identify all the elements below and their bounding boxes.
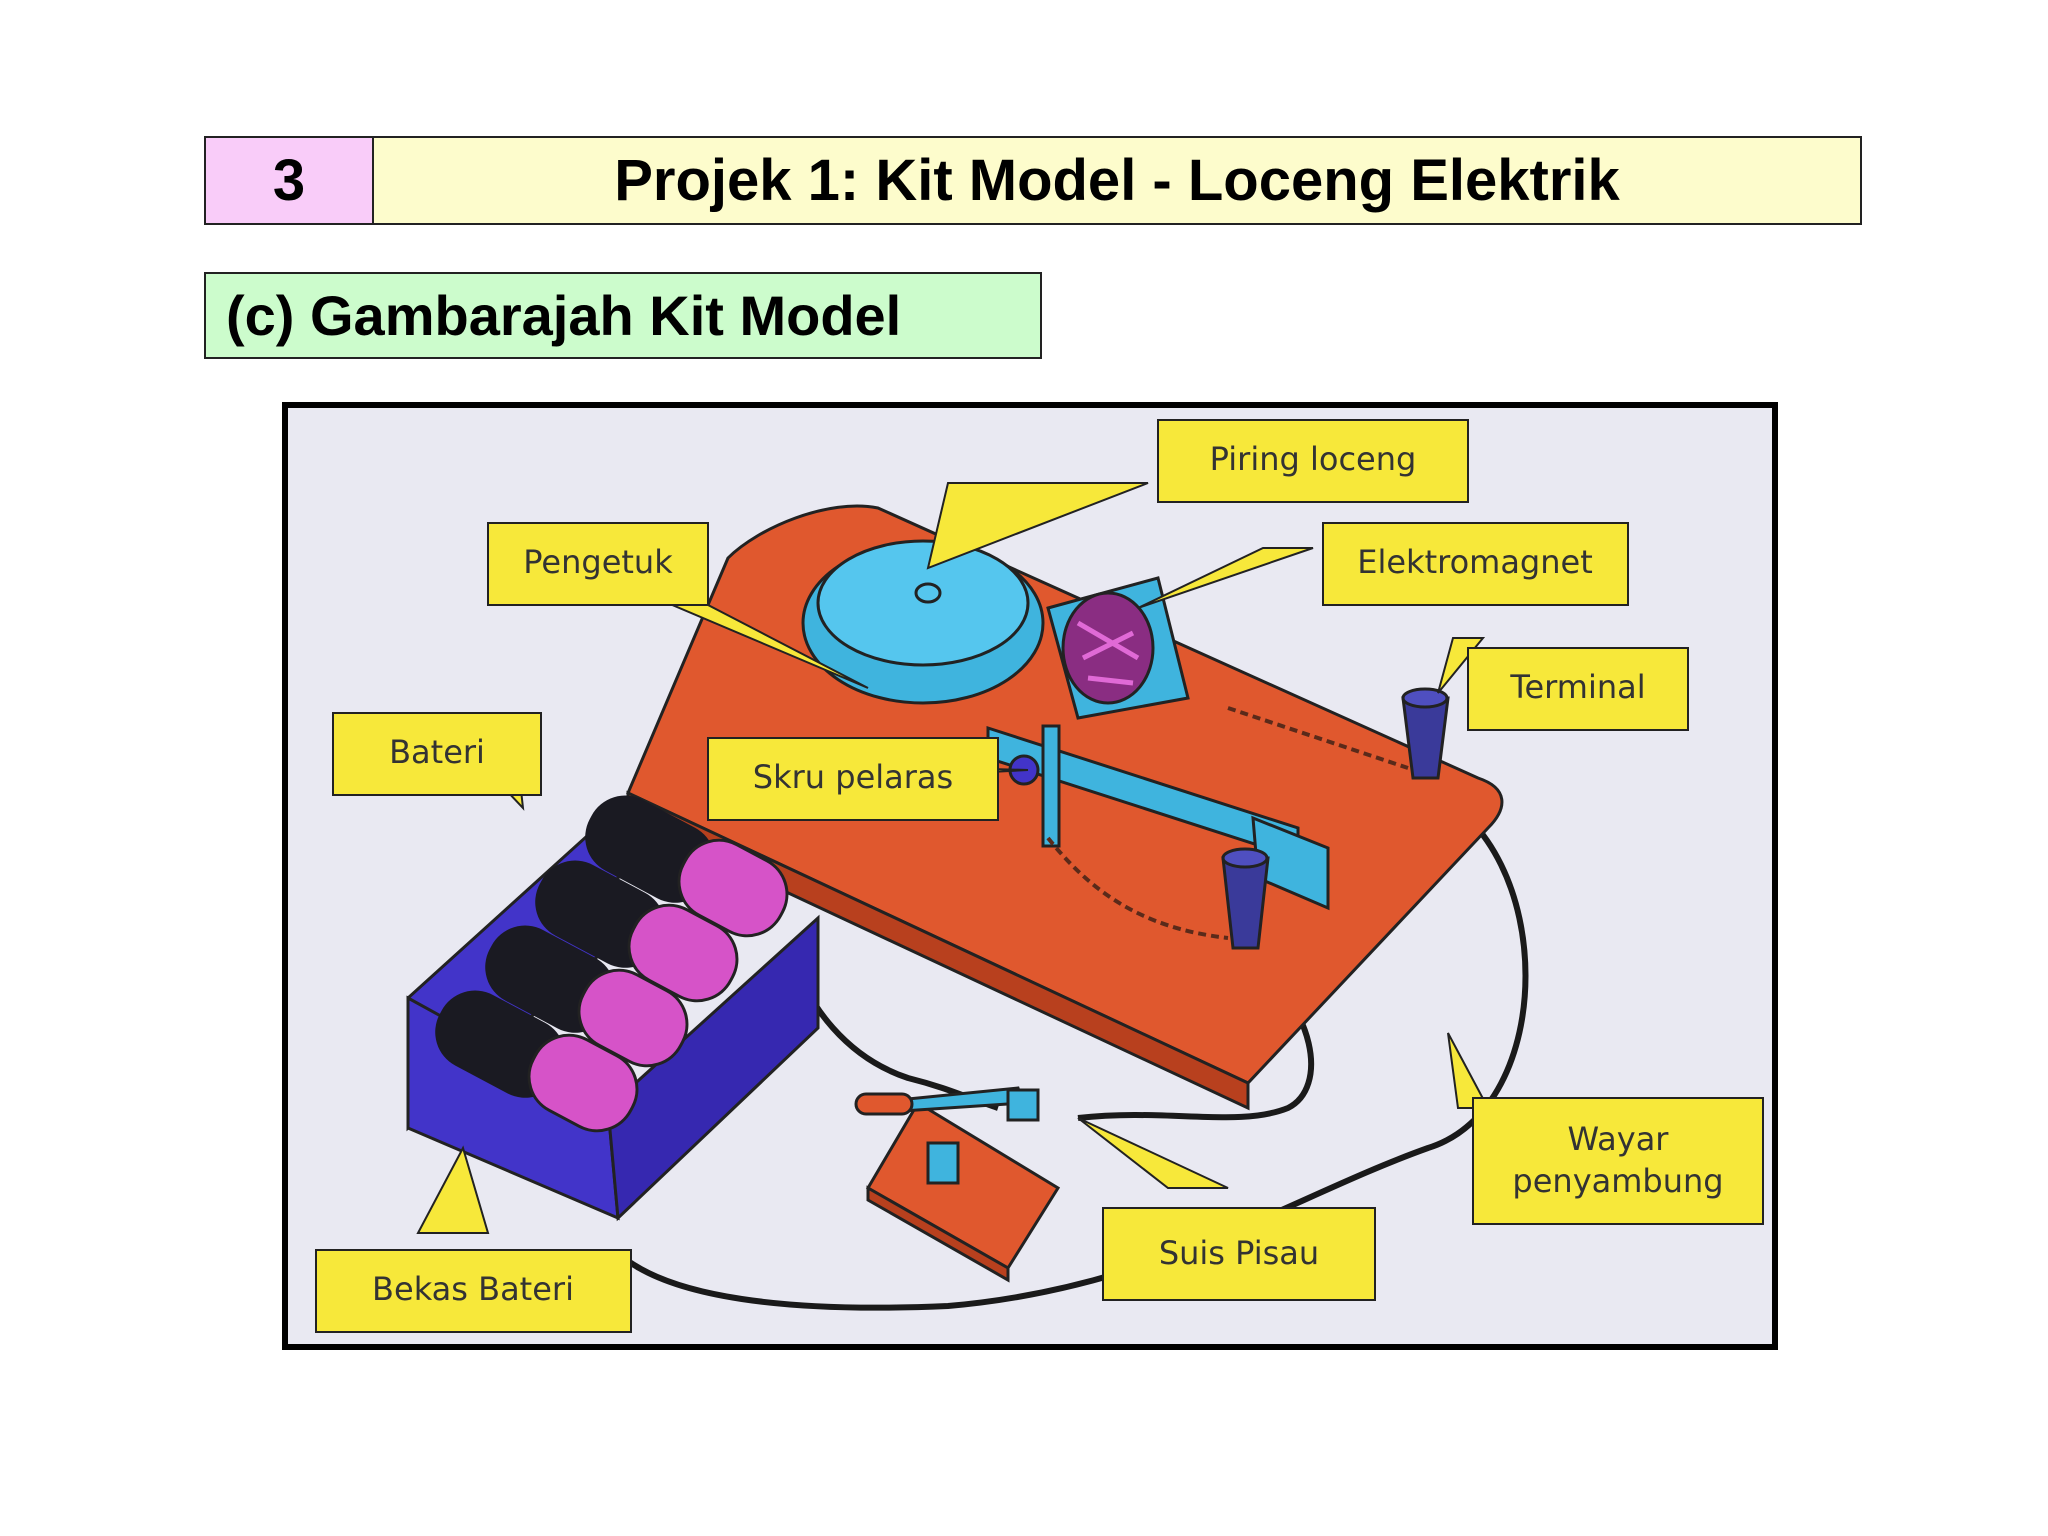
svg-text:Piring loceng: Piring loceng	[1210, 440, 1417, 478]
electromagnet-coil	[1046, 576, 1190, 720]
terminal-middle	[1221, 847, 1270, 950]
svg-text:Bekas Bateri: Bekas Bateri	[372, 1270, 574, 1308]
batteries	[435, 795, 789, 1133]
section-title: (c) Gambarajah Kit Model	[204, 272, 1042, 359]
internal-wiring	[1046, 706, 1409, 940]
svg-text:Elektromagnet: Elektromagnet	[1357, 543, 1593, 581]
svg-text:Suis Pisau: Suis Pisau	[1159, 1234, 1319, 1272]
label-suis-pisau: Suis Pisau	[1102, 1207, 1376, 1301]
label-bekas-bateri: Bekas Bateri	[315, 1249, 632, 1333]
svg-text:Bateri: Bateri	[389, 733, 485, 771]
label-bateri: Bateri	[332, 712, 542, 796]
label-piring-loceng: Piring loceng	[1157, 419, 1469, 503]
label-elektromagnet: Elektromagnet	[1322, 522, 1629, 606]
svg-text:Pengetuk: Pengetuk	[523, 543, 673, 581]
svg-text:Wayar: Wayar	[1568, 1120, 1670, 1158]
svg-text:Skru pelaras: Skru pelaras	[753, 758, 953, 796]
bell-dome	[801, 539, 1045, 705]
terminal-right	[1401, 687, 1450, 780]
svg-text:Terminal: Terminal	[1509, 668, 1645, 706]
slide-number: 3	[204, 136, 374, 225]
svg-text:penyambung: penyambung	[1512, 1162, 1723, 1200]
knife-switch	[854, 1086, 1061, 1283]
label-pengetuk: Pengetuk	[487, 522, 709, 606]
label-wayar-penyambung: Wayar penyambung	[1472, 1097, 1764, 1225]
diagram-svg: Piring loceng Pengetuk Elektromagnet Ter…	[288, 408, 1772, 1344]
kit-model-diagram: Piring loceng Pengetuk Elektromagnet Ter…	[282, 402, 1778, 1350]
label-terminal: Terminal	[1467, 647, 1689, 731]
slide-title: Projek 1: Kit Model - Loceng Elektrik	[374, 136, 1862, 225]
label-skru-pelaras: Skru pelaras	[707, 737, 999, 821]
